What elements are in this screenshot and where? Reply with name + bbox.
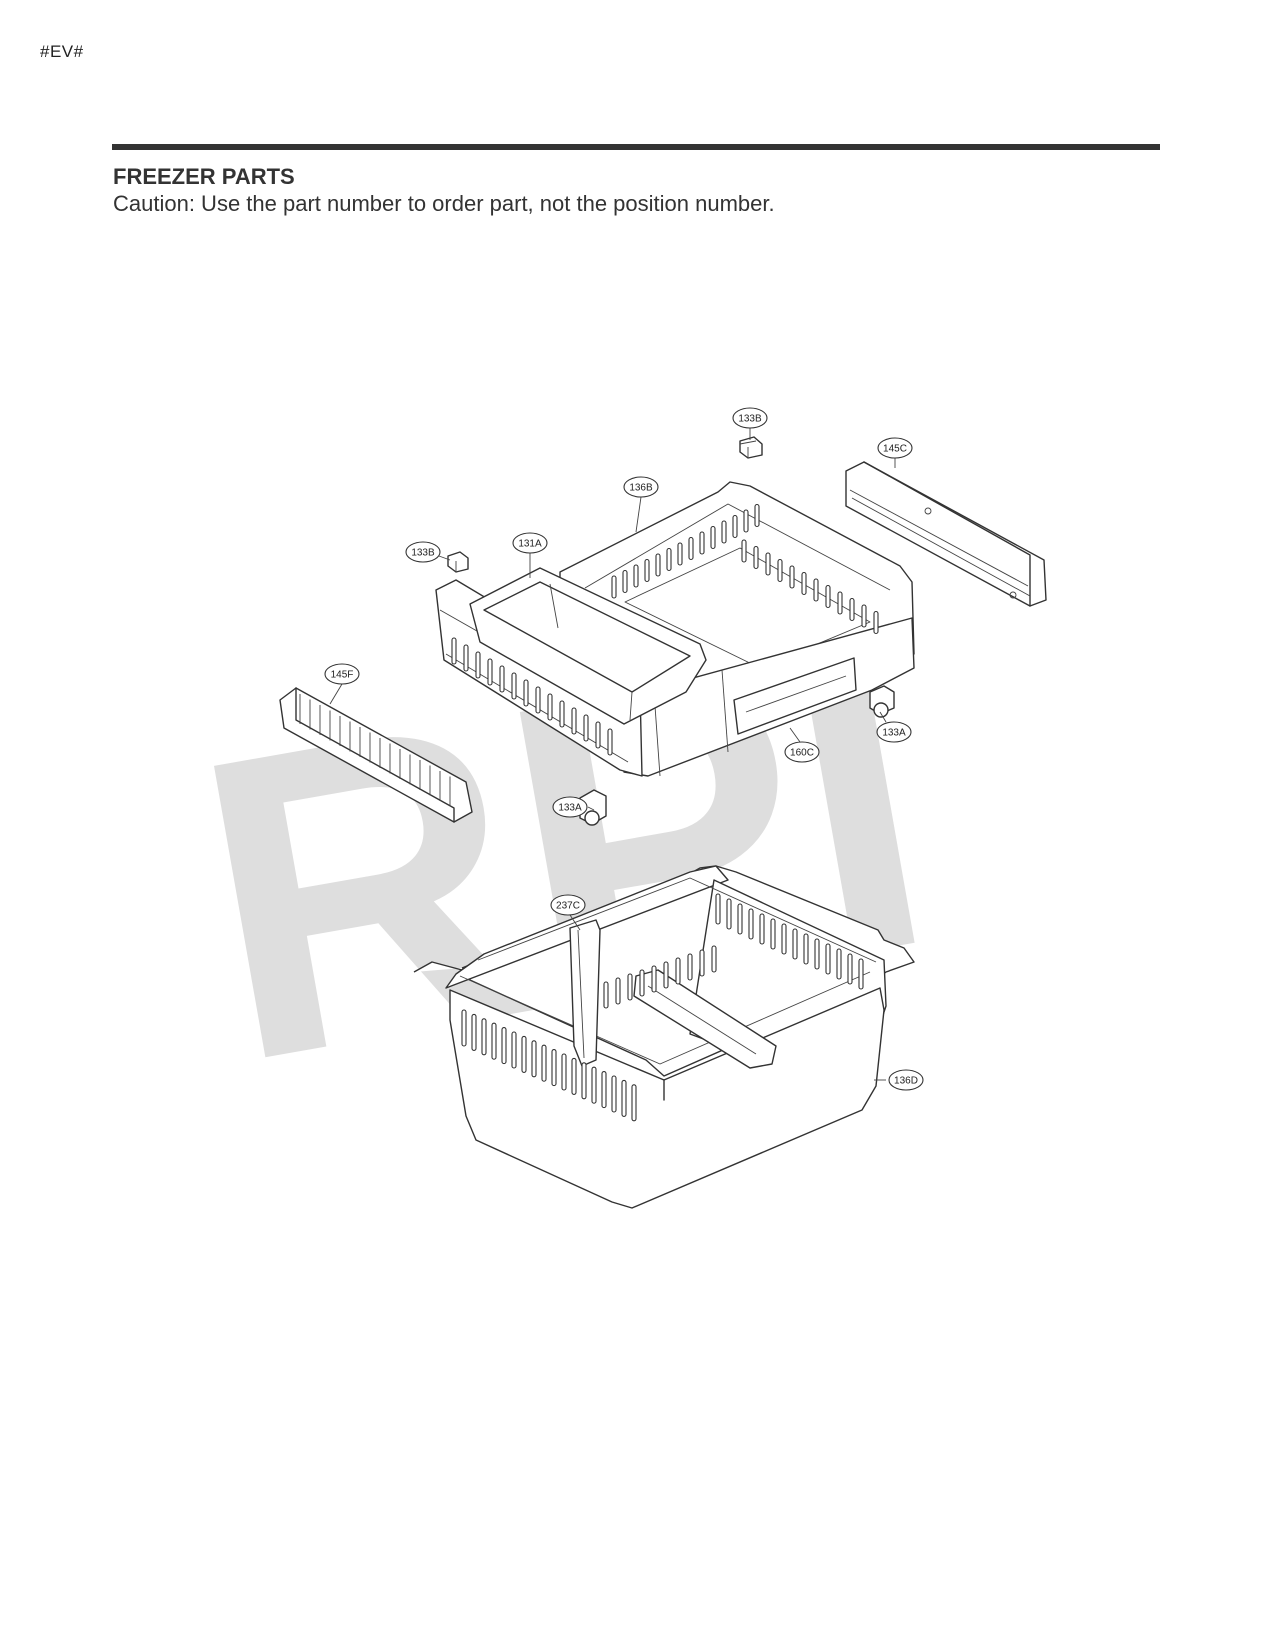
- svg-text:136D: 136D: [894, 1076, 918, 1087]
- callout-237c: 237C: [550, 894, 586, 916]
- rail-145f: [279, 687, 473, 823]
- svg-text:133A: 133A: [558, 803, 582, 814]
- wheel-133a-right: [869, 685, 895, 718]
- svg-text:133B: 133B: [411, 548, 435, 559]
- svg-text:136B: 136B: [629, 483, 653, 494]
- drawer-vents-136b: [451, 503, 879, 756]
- leader-lines: [329, 428, 896, 1081]
- svg-text:145C: 145C: [883, 444, 907, 455]
- callout-133a-bottom: 133A: [552, 796, 588, 818]
- callout-160c: 160C: [784, 741, 820, 763]
- svg-text:133A: 133A: [882, 728, 906, 739]
- callout-136b: 136B: [623, 476, 659, 498]
- part-callouts: 133B 145C 136B 133B 131A 145F 133A 160C 133A 237C…: [324, 407, 924, 1091]
- callout-145f: 145F: [324, 663, 360, 685]
- rail-145c: [845, 461, 1047, 607]
- stopper-133b-top: [739, 436, 763, 459]
- svg-text:131A: 131A: [518, 539, 542, 550]
- basket-vents-136d: [461, 893, 864, 1122]
- caution-note: Caution: Use the part number to order pa…: [113, 191, 775, 216]
- svg-text:237C: 237C: [556, 901, 580, 912]
- callout-145c: 145C: [877, 437, 913, 459]
- callout-133a-right: 133A: [876, 721, 912, 743]
- svg-text:145F: 145F: [331, 670, 354, 681]
- small-bin-131a: [469, 567, 707, 725]
- callout-133b-left: 133B: [405, 541, 441, 563]
- svg-text:160C: 160C: [790, 748, 814, 759]
- callout-133b-top: 133B: [732, 407, 768, 429]
- section-title: FREEZER PARTS: [113, 164, 295, 189]
- svg-text:133B: 133B: [738, 414, 762, 425]
- callout-131a: 131A: [512, 532, 548, 554]
- wheel-133a-bottom: [579, 789, 607, 826]
- document-code: #EV#: [40, 42, 84, 61]
- rail-145f-grid: [299, 694, 451, 807]
- callout-136d: 136D: [888, 1069, 924, 1091]
- stopper-133b-left: [447, 551, 469, 573]
- header-rule: [112, 144, 1160, 150]
